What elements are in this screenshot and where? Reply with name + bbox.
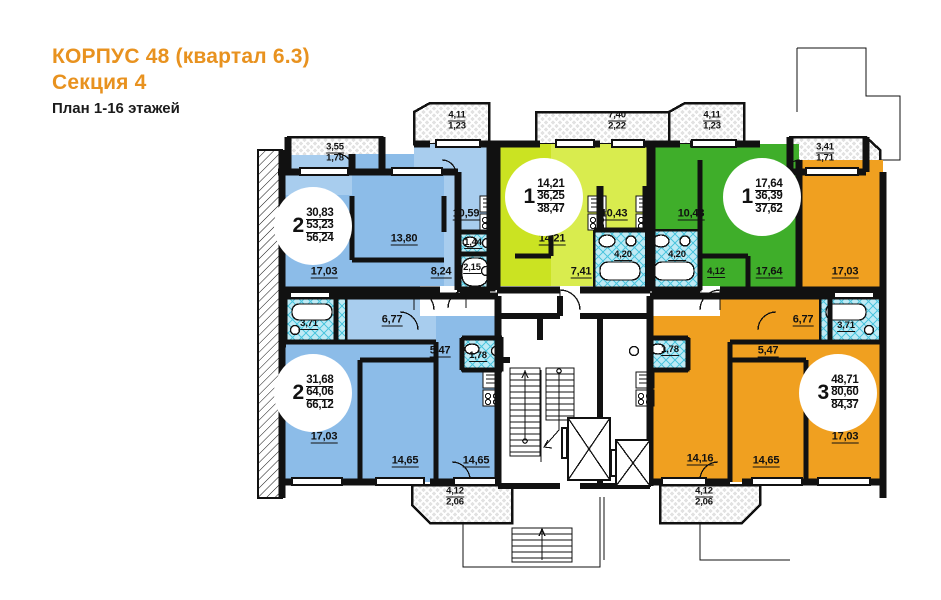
apartment-living-area: 30,83	[306, 206, 334, 221]
room-area-label: 4,20	[614, 249, 632, 261]
apartment-total-with-balcony: 38,47	[537, 202, 565, 215]
room-area-label: 17,03	[831, 265, 859, 279]
room-area-label: 17,03	[310, 265, 338, 279]
apartment-living-area: 14,21	[537, 177, 565, 192]
apartment-living-area: 31,68	[306, 373, 334, 388]
room-area-label: 10,59	[452, 207, 480, 221]
apartment-total-area: 64,06	[306, 386, 334, 400]
room-area-label: 14,65	[391, 454, 419, 468]
page-title-section: Секция 4	[52, 71, 147, 94]
balcony-width: 7,40	[608, 109, 626, 122]
balcony-depth: 1,23	[448, 120, 466, 132]
apartment-room-count: 1	[523, 185, 536, 208]
apartment-living-area: 17,64	[755, 177, 783, 192]
room-area-label: 8,24	[430, 265, 452, 279]
page-title-floors: План 1-16 этажей	[52, 100, 180, 117]
title-block: КОРПУС 48 (квартал 6.3) Секция 4 План 1-…	[52, 44, 310, 120]
apartment-total-with-balcony: 66,12	[306, 398, 334, 411]
apartment-room-count: 1	[741, 185, 754, 208]
apartment-living-area: 48,71	[831, 373, 859, 388]
balcony-width: 3,55	[326, 141, 344, 154]
apartment-room-count: 2	[292, 381, 305, 404]
apartment-room-count: 2	[292, 214, 305, 237]
room-area-label: 1,44	[464, 237, 482, 249]
room-area-label: 1,78	[661, 344, 679, 356]
room-area-label: 10,43	[677, 207, 705, 221]
room-area-label: 14,65	[462, 454, 490, 468]
apartment-total-area: 36,39	[755, 190, 783, 204]
balcony-depth: 1,78	[326, 152, 344, 164]
balcony-width: 3,41	[816, 141, 834, 154]
room-area-label: 4,20	[668, 249, 686, 261]
balcony-width: 4,11	[448, 109, 466, 122]
room-area-label: 6,77	[381, 313, 403, 327]
room-area-label: 6,77	[792, 313, 814, 327]
apartment-total-area: 80,60	[831, 386, 859, 400]
apartment-total-area: 53,23	[306, 219, 334, 233]
room-area-label: 14,65	[752, 454, 780, 468]
page-title-building: КОРПУС 48 (квартал 6.3)	[52, 45, 310, 68]
room-area-label: 1,78	[469, 350, 487, 362]
room-area-label: 17,03	[310, 430, 338, 444]
room-area-label: 10,43	[600, 207, 628, 221]
apartment-total-with-balcony: 56,24	[306, 231, 334, 244]
room-area-label: 14,16	[686, 452, 714, 466]
balcony-depth: 2,06	[695, 496, 713, 508]
apartment-total-with-balcony: 84,37	[831, 398, 859, 411]
room-area-label: 5,47	[429, 344, 451, 358]
balcony-width: 4,11	[703, 109, 721, 122]
balcony-depth: 1,71	[816, 152, 834, 164]
room-area-label: 17,03	[831, 430, 859, 444]
balcony-width: 4,12	[446, 485, 464, 498]
balcony-depth: 2,06	[446, 496, 464, 508]
room-area-label: 17,64	[755, 265, 783, 279]
apartment-total-with-balcony: 37,62	[755, 202, 783, 215]
apartment-room-count: 3	[817, 381, 830, 404]
room-area-label: 5,47	[757, 344, 779, 358]
room-area-label: 3,71	[837, 320, 855, 332]
room-area-label: 3,71	[300, 318, 318, 330]
balcony-depth: 2,22	[608, 120, 626, 132]
balcony-width: 4,12	[695, 485, 713, 498]
room-area-label: 13,80	[390, 232, 418, 246]
room-area-label: 4,12	[707, 266, 725, 278]
room-area-label: 2,15	[463, 262, 481, 274]
apartment-total-area: 36,25	[537, 190, 565, 204]
balcony-depth: 1,23	[703, 120, 721, 132]
room-area-label: 7,41	[570, 265, 592, 279]
